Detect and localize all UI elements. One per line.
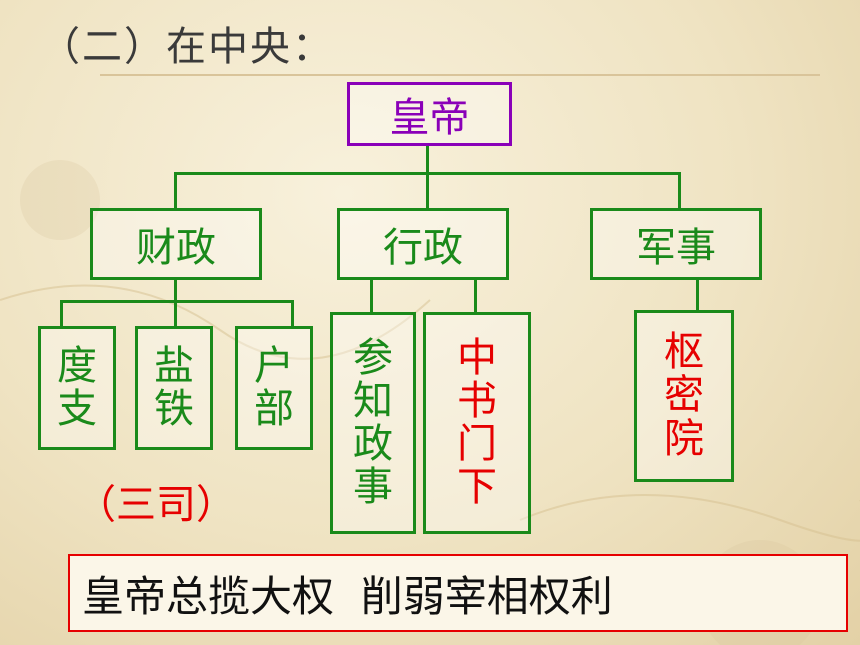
yantie-char-1: 盐 bbox=[154, 342, 194, 389]
page-title: （二）在中央： bbox=[40, 24, 334, 70]
emperor-box: 皇帝 bbox=[347, 82, 512, 146]
duzhi-char-2: 支 bbox=[57, 386, 97, 432]
administration-box: 行政 bbox=[337, 208, 509, 280]
duzhi-box: 度 支 bbox=[38, 326, 116, 450]
zhongshu-char-4: 下 bbox=[457, 464, 497, 511]
conclusion-text: 皇帝总揽大权 削弱宰相权利 bbox=[82, 571, 613, 621]
finance-label: 财政 bbox=[136, 225, 216, 271]
connector-duzhi bbox=[60, 300, 63, 328]
shumi-char-3: 院 bbox=[664, 415, 704, 462]
shumi-char-1: 枢 bbox=[664, 329, 704, 376]
shumiyuan-box: 枢 密 院 bbox=[634, 310, 734, 482]
hubu-char-2: 部 bbox=[254, 386, 294, 432]
connector-finance-bar bbox=[60, 300, 294, 303]
hubu-box: 户 部 bbox=[235, 326, 313, 450]
connector-yantie bbox=[174, 300, 177, 328]
canzhi-zhengshi-box: 参 知 政 事 bbox=[330, 312, 416, 534]
canzhi-char-1: 参 bbox=[353, 334, 393, 381]
connector-military bbox=[678, 172, 681, 210]
zhongshu-char-2: 书 bbox=[457, 377, 497, 424]
title-divider bbox=[100, 74, 820, 76]
emperor-label: 皇帝 bbox=[389, 95, 470, 141]
connector-finance-down bbox=[174, 280, 177, 302]
duzhi-char-1: 度 bbox=[57, 342, 97, 389]
zhongshu-char-3: 门 bbox=[457, 421, 497, 467]
shumi-char-2: 密 bbox=[664, 372, 704, 419]
yantie-box: 盐 铁 bbox=[135, 326, 213, 450]
connector-root-down bbox=[426, 146, 429, 174]
canzhi-char-3: 政 bbox=[353, 421, 393, 467]
canzhi-char-4: 事 bbox=[353, 464, 393, 511]
hubu-char-1: 户 bbox=[254, 342, 294, 389]
connector-finance bbox=[174, 172, 177, 210]
military-label: 军事 bbox=[636, 225, 716, 271]
finance-box: 财政 bbox=[90, 208, 262, 280]
zhongshu-menxia-box: 中 书 门 下 bbox=[423, 312, 531, 534]
zhongshu-char-1: 中 bbox=[457, 334, 497, 381]
connector-hubu bbox=[291, 300, 294, 328]
military-box: 军事 bbox=[590, 208, 762, 280]
administration-label: 行政 bbox=[383, 225, 463, 271]
connector-zhongshu bbox=[474, 280, 477, 314]
canzhi-char-2: 知 bbox=[353, 377, 393, 424]
connector-canzhi bbox=[370, 280, 373, 314]
yantie-char-2: 铁 bbox=[154, 386, 194, 432]
conclusion-banner: 皇帝总揽大权 削弱宰相权利 bbox=[68, 554, 848, 632]
connector-shumi bbox=[696, 280, 699, 312]
sansi-note: （三司） bbox=[76, 482, 236, 528]
connector-admin bbox=[426, 172, 429, 210]
